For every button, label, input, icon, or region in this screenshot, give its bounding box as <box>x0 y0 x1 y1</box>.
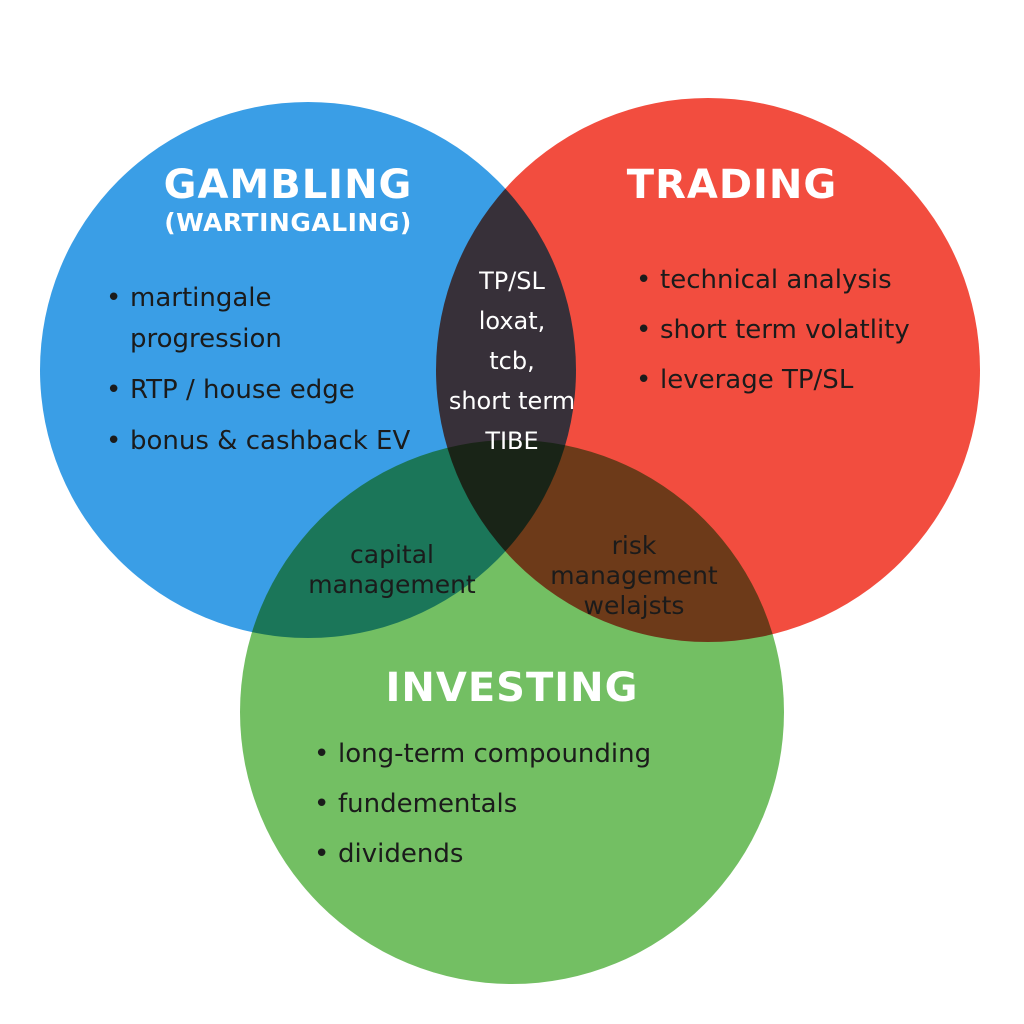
overlap-line: welajsts <box>583 591 685 620</box>
trading-item: technical analysis <box>634 260 910 300</box>
overlap-line: capital <box>350 540 434 569</box>
investing-item: dividends <box>312 834 651 874</box>
overlap-line: TP/SL <box>479 267 545 295</box>
investing-title: INVESTING <box>385 665 639 711</box>
gambling-list: martingale progression RTP / house edge … <box>104 278 430 472</box>
trading-item: leverage TP/SL <box>634 360 910 400</box>
gambling-item: bonus & cashback EV <box>104 421 430 462</box>
overlap-line: tcb, <box>489 347 535 375</box>
trading-item: short term volatlity <box>634 310 910 350</box>
investing-circle <box>240 440 784 984</box>
overlap-line: TIBE <box>485 427 539 455</box>
gambling-trading-overlap: TP/SL loxat, tcb, short term TIBE <box>422 261 602 461</box>
investing-list: long-term compounding fundementals divid… <box>312 734 651 884</box>
gambling-subtitle: (WARTINGALING) <box>164 208 412 237</box>
overlap-line: short term <box>448 387 576 415</box>
gambling-title: GAMBLING <box>163 162 413 208</box>
trading-title: TRADING <box>626 162 838 208</box>
gambling-investing-overlap: capital management <box>292 540 492 600</box>
investing-item: fundementals <box>312 784 651 824</box>
overlap-line: management <box>308 570 476 599</box>
trading-list: technical analysis short term volatlity … <box>634 260 910 410</box>
trading-investing-overlap: risk management welajsts <box>534 531 734 621</box>
investing-item: long-term compounding <box>312 734 651 774</box>
overlap-line: management <box>550 561 718 590</box>
gambling-item: martingale progression <box>104 278 430 360</box>
gambling-item: RTP / house edge <box>104 370 430 411</box>
overlap-line: risk <box>611 531 657 560</box>
overlap-line: loxat, <box>478 307 546 335</box>
